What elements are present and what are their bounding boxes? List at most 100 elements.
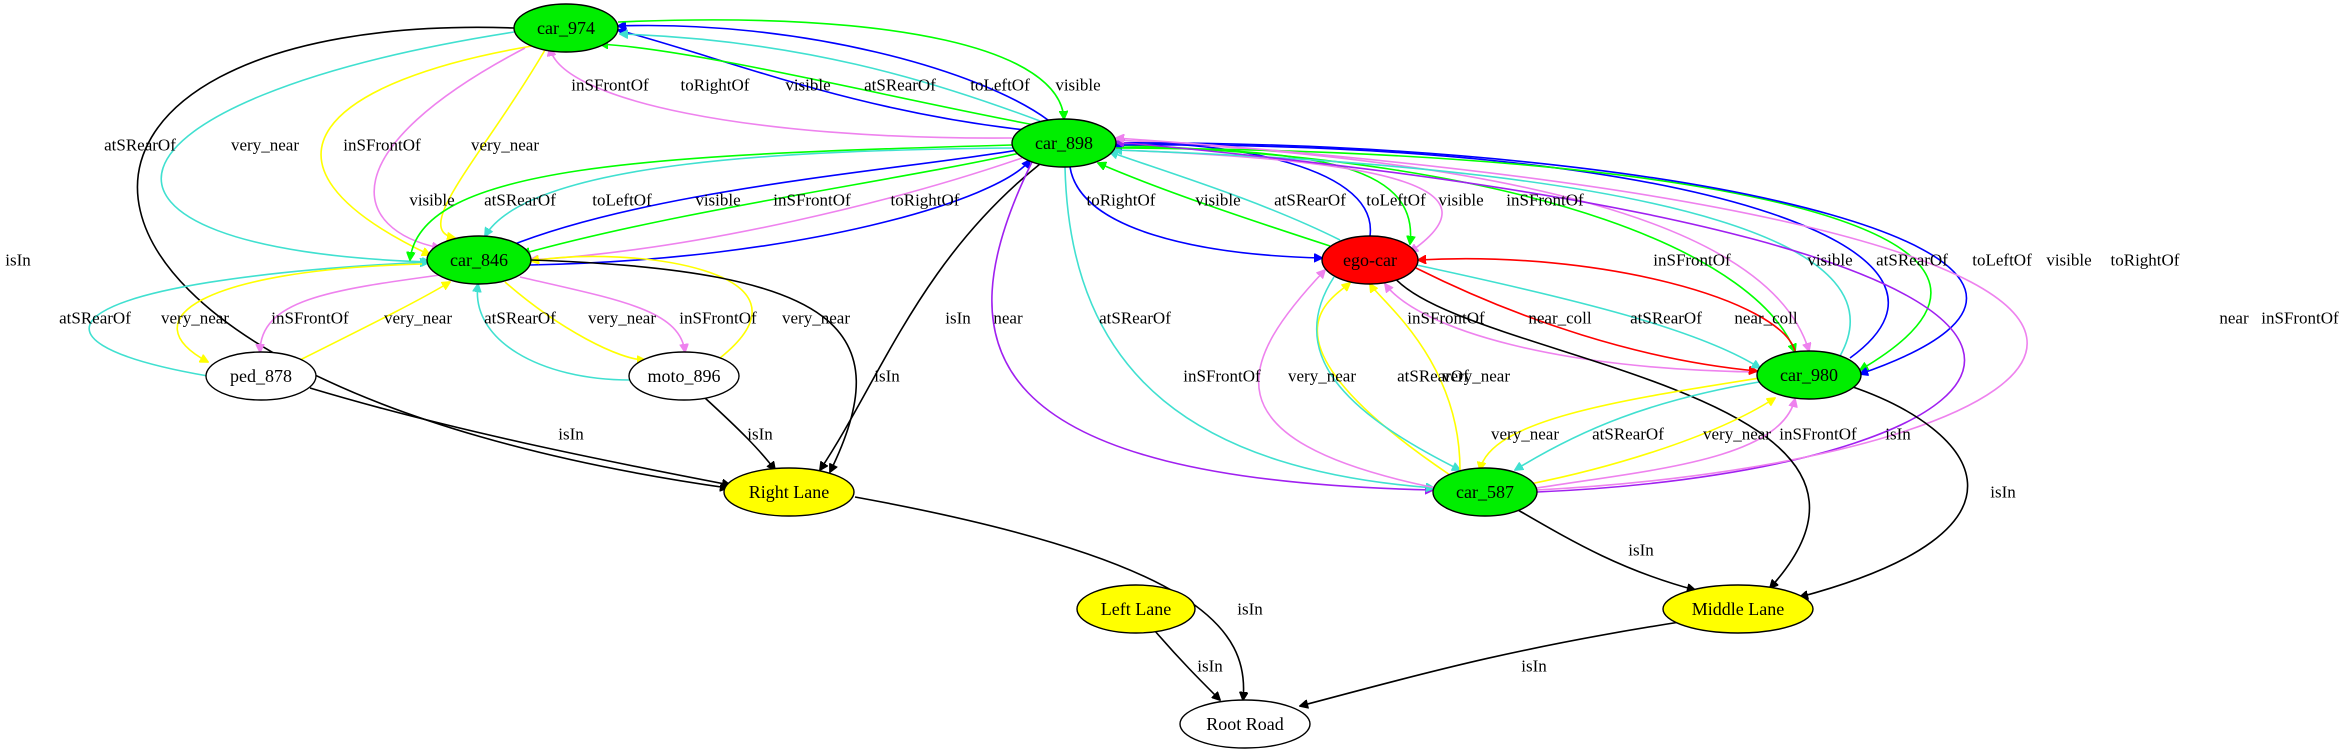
edge-label-e6: inSFrontOf [571,76,649,95]
edge-label-e30: toLeftOf [1972,251,2032,270]
node-ellipse [628,351,740,401]
edge-e28 [1115,144,1795,352]
node-ellipse [1756,350,1862,400]
edges-layer [88,19,2028,706]
edge-e29 [1114,150,1851,357]
edge-e3 [320,45,533,255]
edge-e10 [618,26,1049,121]
edge-e51 [1385,284,1761,373]
node-ego-car[interactable]: ego-car [1321,235,1419,285]
edge-label-e14: toLeftOf [592,191,652,210]
edge-label-e41: inSFrontOf [679,309,757,328]
edge-e52 [1415,267,1757,371]
edge-label-e12: visible [409,191,454,210]
edge-e17 [529,160,1030,266]
edge-e18 [820,163,1041,470]
node-label: Root Road [1206,714,1284,734]
edge-label-e10: toLeftOf [970,76,1030,95]
edge-label-e19: near [993,309,1023,328]
edge-e32 [1115,142,1967,374]
edge-label-e34: inSFrontOf [2261,309,2339,328]
edge-label-e46: isIn [1237,600,1263,619]
node-middle-lane[interactable]: Middle Lane [1662,584,1814,634]
node-car-587[interactable]: car_587 [1432,467,1538,517]
edge-label-e43: isIn [874,367,900,386]
node-car-974[interactable]: car_974 [513,3,619,53]
node-car-846[interactable]: car_846 [426,235,532,285]
edge-label-e27: inSFrontOf [1653,251,1731,270]
nodes-layer: car_974 car_898 car_846 ego-car car_980 car_5… [205,3,1862,749]
edge-e2 [160,31,515,262]
edge-label-e61: isIn [1990,483,2016,502]
edge-e59 [1536,399,1795,489]
edge-e47 [1257,270,1437,489]
edge-label-e38: very_near [384,309,452,328]
edge-label-e2: atSRearOf [104,136,176,155]
edge-label-e50: very_near [1442,367,1510,386]
node-label: moto_896 [647,366,720,386]
edge-label-e8: visible [785,76,830,95]
node-label: Right Lane [749,482,829,502]
node-label: car_846 [450,250,508,270]
edge-label-e45: isIn [747,425,773,444]
node-left-lane[interactable]: Left Lane [1076,584,1196,634]
node-right-lane[interactable]: Right Lane [723,467,855,517]
node-car-898[interactable]: car_898 [1011,118,1117,168]
edge-label-e29: atSRearOf [1876,251,1948,270]
edge-label-e35: atSRearOf [59,309,131,328]
edge-label-e17: toRightOf [891,191,960,210]
edge-label-e33: near [2219,309,2249,328]
node-ped-878[interactable]: ped_878 [205,351,317,401]
edge-labels-layer: isIn atSRearOf very_near inSFrontOf very_nea… [5,76,2339,676]
edge-e30 [1114,145,1890,359]
edge-label-e56: very_near [1491,425,1559,444]
node-label: car_898 [1035,133,1093,153]
edge-e7 [618,30,1026,131]
edge-label-e48: very_near [1288,367,1356,386]
edge-e40 [504,281,645,360]
edge-label-e52: near_coll [1528,309,1592,328]
edge-label-e60: isIn [1628,541,1654,560]
edge-e56 [1480,377,1761,470]
edge-label-e11: visible [1055,76,1100,95]
edge-label-e16: inSFrontOf [773,191,851,210]
edge-e12 [410,144,1013,260]
edge-label-e47: inSFrontOf [1183,367,1261,386]
edge-label-e40: very_near [588,309,656,328]
node-car-980[interactable]: car_980 [1756,350,1862,400]
edge-label-e57: atSRearOf [1592,425,1664,444]
node-label: ego-car [1343,250,1397,270]
node-moto-896[interactable]: moto_896 [628,351,740,401]
edge-label-e28: visible [1807,251,1852,270]
edge-e49 [1315,276,1460,470]
edge-label-e25: visible [1438,191,1483,210]
edge-e44 [309,387,730,485]
edge-label-e15: visible [695,191,740,210]
node-ellipse [513,3,619,53]
edge-e41 [519,276,685,352]
edge-e57 [1515,380,1766,470]
node-label: car_974 [537,18,595,38]
edge-e50 [1370,284,1461,471]
edge-e9 [620,34,1041,122]
node-label: Middle Lane [1692,599,1784,619]
edge-label-e39: atSRearOf [484,309,556,328]
edge-label-e4: inSFrontOf [343,136,421,155]
node-ellipse [1432,467,1538,517]
edge-label-e13: atSRearOf [484,191,556,210]
edge-e21 [1069,166,1322,258]
edge-e16 [530,157,1023,260]
node-ellipse [1076,584,1196,634]
edge-e38 [299,282,450,361]
edge-e13 [485,147,1016,236]
node-ellipse [723,467,855,517]
node-root-road[interactable]: Root Road [1179,699,1311,749]
node-label: ped_878 [230,366,292,386]
node-ellipse [426,235,532,285]
edge-e61 [1800,385,1969,597]
edge-e8 [600,44,1036,126]
edge-e45 [704,397,775,470]
edge-label-e21: toRightOf [1087,191,1156,210]
edge-e37 [260,274,441,352]
